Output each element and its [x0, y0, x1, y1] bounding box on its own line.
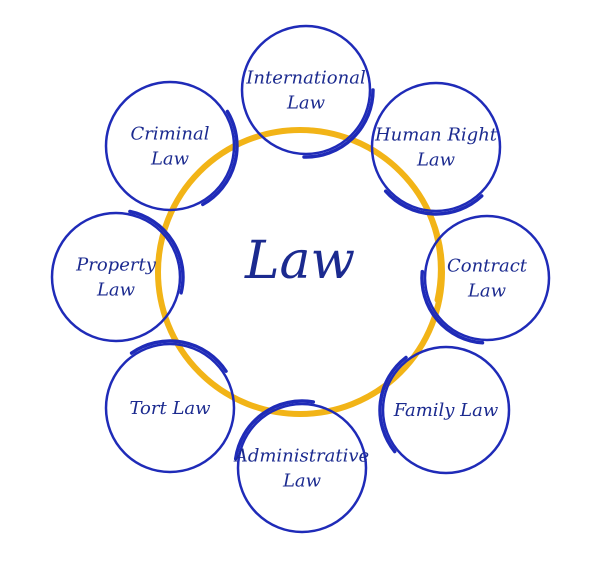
node-circle-criminal-law — [104, 80, 236, 212]
node-label-criminal-law-line-2: Law — [150, 149, 190, 170]
node-brush-stroke-criminal-law — [201, 109, 239, 207]
node-circle-international-law — [240, 24, 372, 156]
node-label-human-right-law-line-1: Human Right — [374, 125, 498, 146]
center-label: Law — [244, 231, 355, 291]
node-label-property-law-line-2: Law — [96, 280, 136, 301]
node-brush-stroke-tort-law — [129, 339, 228, 373]
node-circle-administrative-law — [236, 402, 368, 534]
node-tort-law: Tort Law — [104, 339, 236, 474]
node-label-international-law-line-2: Law — [286, 93, 326, 114]
node-circle-human-right-law — [370, 81, 502, 213]
node-label-property-law-line-1: Property — [75, 255, 157, 276]
node-label-criminal-law-line-1: Criminal — [130, 124, 209, 145]
node-label-human-right-law-line-2: Law — [416, 150, 456, 171]
node-family-law: Family Law — [378, 345, 511, 475]
node-brush-stroke-property-law — [128, 209, 185, 295]
node-circle-family-law — [381, 345, 511, 475]
node-brush-stroke-international-law — [302, 88, 375, 159]
node-label-tort-law-line-1: Tort Law — [129, 398, 211, 419]
node-circle-tort-law — [104, 342, 236, 474]
node-label-contract-law-line-1: Contract — [447, 256, 528, 277]
node-label-family-law-line-1: Family Law — [393, 400, 499, 421]
center-hub: Law — [155, 127, 445, 417]
node-brush-stroke-human-right-law — [383, 189, 484, 216]
node-label-administrative-law-line-2: Law — [282, 471, 322, 492]
node-label-administrative-law-line-1: Administrative — [233, 446, 369, 467]
node-label-contract-law-line-2: Law — [467, 281, 507, 302]
node-brush-stroke-administrative-law — [233, 399, 316, 461]
node-brush-stroke-contract-law — [420, 269, 485, 345]
center-ring-brush-stroke — [422, 202, 443, 303]
node-circle-property-law — [50, 211, 182, 343]
node-circle-contract-law — [423, 214, 551, 342]
node-brush-stroke-family-law — [378, 355, 408, 454]
node-label-international-law-line-1: International — [245, 68, 366, 89]
